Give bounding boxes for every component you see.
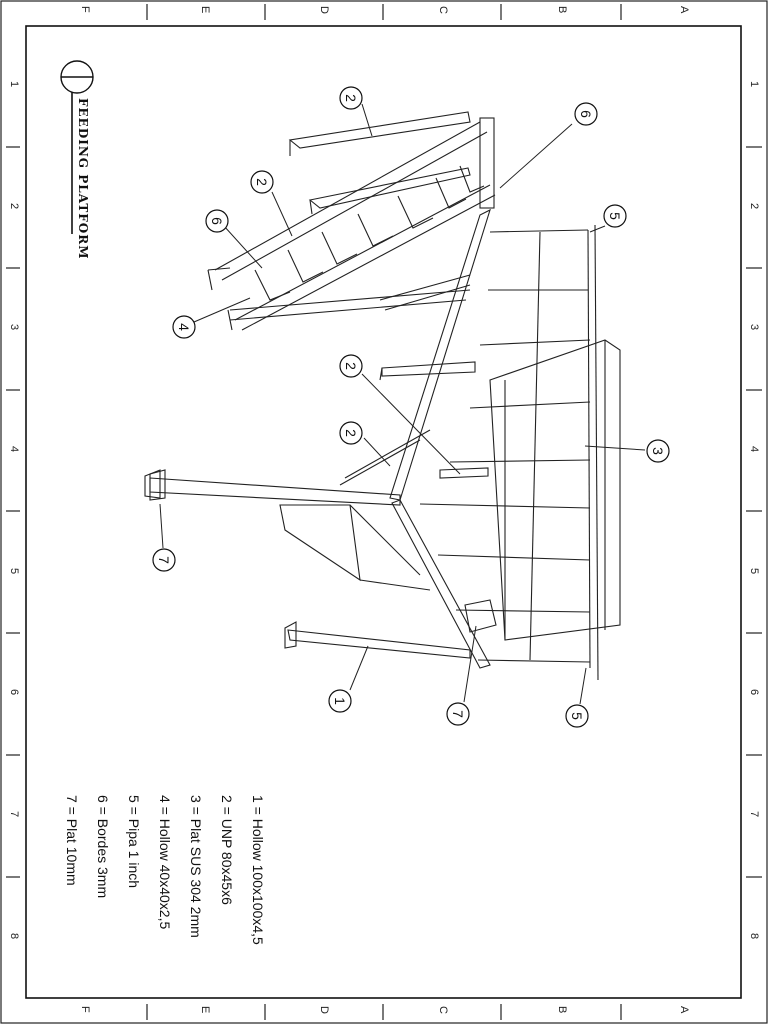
svg-text:7: 7	[450, 710, 466, 718]
unp-stub-low	[439, 467, 489, 479]
unp-stub-mid	[381, 361, 476, 377]
hollow-column-bottom	[287, 629, 471, 659]
callout-7-left: 7	[152, 548, 176, 572]
callout-2-stair: 2	[250, 170, 274, 194]
callout-6-top: 6	[574, 102, 598, 126]
svg-text:2: 2	[343, 429, 359, 437]
svg-text:6: 6	[209, 217, 225, 225]
callout-7-bottom: 7	[446, 702, 470, 726]
platform-structure	[144, 111, 621, 681]
zone-ticks	[6, 4, 762, 1020]
callout-2-low: 2	[339, 421, 363, 445]
callout-6-left: 6	[205, 209, 229, 233]
tank-body	[489, 339, 621, 641]
svg-text:2: 2	[254, 178, 270, 186]
plate-10mm-left	[149, 469, 166, 501]
svg-text:6: 6	[578, 110, 594, 118]
callout-1: 1	[328, 689, 352, 713]
callout-3: 3	[646, 439, 670, 463]
drawing-frame	[25, 25, 742, 999]
callout-4: 4	[172, 315, 196, 339]
callout-2-top: 2	[339, 86, 363, 110]
top-post	[479, 117, 495, 209]
platform-frame-edge-1	[389, 208, 491, 501]
svg-text:2: 2	[343, 94, 359, 102]
plate-10mm	[464, 599, 497, 633]
svg-text:3: 3	[650, 447, 666, 455]
unp-beam-top	[288, 111, 471, 149]
platform-deck-grid	[419, 224, 599, 681]
callout-5-top: 5	[603, 204, 627, 228]
svg-text:1: 1	[332, 697, 348, 705]
svg-text:2: 2	[343, 362, 359, 370]
svg-text:5: 5	[569, 712, 585, 720]
stair-stringer-left	[214, 121, 481, 271]
stair-treads	[254, 165, 485, 301]
callout-5-bottom: 5	[565, 704, 589, 728]
svg-text:5: 5	[607, 212, 623, 220]
leader-lines	[159, 103, 646, 705]
svg-text:4: 4	[176, 323, 192, 331]
callout-2-mid: 2	[339, 354, 363, 378]
svg-text:7: 7	[156, 556, 172, 564]
